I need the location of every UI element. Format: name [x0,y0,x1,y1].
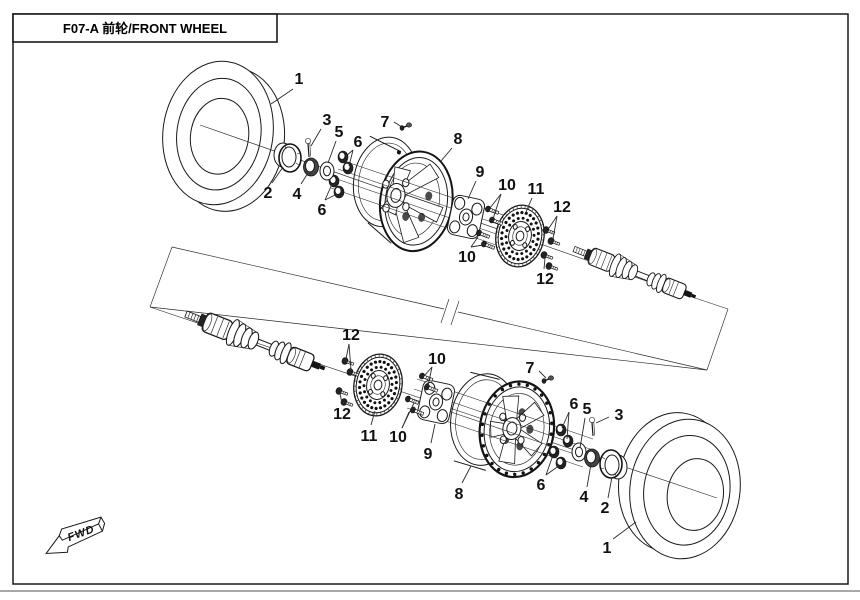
tire-lower [617,412,741,560]
part-callout-10: 10 [389,429,407,446]
diagram-border [12,13,849,585]
leader-line [345,343,350,360]
leader-line [370,410,376,426]
leader-line [470,244,484,248]
castle-nut-lower [584,448,600,468]
part-callout-12: 12 [536,271,554,288]
leader-line [543,257,546,270]
leader-line [561,411,570,429]
part-callout-5: 5 [335,124,344,141]
leader-line [538,370,547,379]
part-callout-8: 8 [454,131,463,148]
part-callout-5: 5 [583,401,592,418]
castle-nut-upper [303,157,319,177]
rim-valve-hole-upper [396,150,401,155]
leader-line [430,423,436,444]
leader-line [341,400,346,405]
leader-line [427,366,433,387]
leader-line [548,263,552,269]
part-callout-6: 6 [318,202,327,219]
washer-lower [571,442,587,462]
cotter-pin-upper [304,137,312,158]
leader-line [545,464,561,476]
page-title: F07-A 前轮/FRONT WHEEL [63,21,227,36]
part-callout-8: 8 [455,486,464,503]
part-callout-10: 10 [458,249,476,266]
part-callout-12: 12 [333,406,351,423]
rim-lower [450,371,556,479]
part-callout-6: 6 [570,396,579,413]
leader-line [492,193,502,220]
part-callout-11: 11 [361,428,378,445]
part-callout-3: 3 [615,407,624,424]
leader-line [461,465,472,484]
leader-line [489,193,502,209]
leader-line [586,463,592,488]
wheel-hub-lower [415,378,457,426]
cv-axle-upper [569,237,701,309]
part-callout-12: 12 [553,199,571,216]
part-callout-2: 2 [601,500,610,517]
leader-line [440,147,453,162]
part-callout-6: 6 [537,477,546,494]
leader-line [271,166,284,184]
tire-upper [162,60,286,212]
part-callout-10: 10 [498,177,516,194]
leader-line [300,172,309,185]
leader-line [270,88,294,105]
leader-line [345,149,354,157]
leader-line [470,236,479,248]
axle-boundary-wedge [149,246,729,371]
part-callout-6: 6 [354,134,363,151]
leader-line [339,392,343,405]
leader-line [467,180,477,200]
leader-line [324,183,333,201]
part-callout-4: 4 [580,489,589,506]
leader-line [612,521,637,540]
valve-stem-lower [541,375,555,385]
leader-line [327,140,337,164]
leader-line [566,411,570,440]
leader-line [545,454,554,476]
leader-line [423,366,433,377]
beadlock-bolts-lower [480,382,554,477]
fwd-arrow-face [45,523,104,555]
part-callout-1: 1 [295,71,304,88]
title-box [12,13,278,43]
leader-line [324,193,338,201]
leader-line [348,149,354,167]
leader-line [548,215,558,229]
part-callout-1: 1 [603,540,612,557]
brake-disc-lower [353,353,403,417]
part-callout-7: 7 [526,360,535,377]
break-mark [440,298,450,324]
leader-line [401,402,415,429]
part-callout-9: 9 [476,164,485,181]
part-callout-10: 10 [428,351,446,368]
part-callout-12: 12 [342,327,360,344]
part-callout-7: 7 [381,114,390,131]
leader-line [607,476,613,499]
part-callout-4: 4 [293,186,302,203]
part-callout-11: 11 [528,181,545,198]
leader-line [579,417,586,449]
part-callout-9: 9 [424,446,433,463]
leader-line [525,197,533,213]
brake-disc-upper [495,204,545,268]
leader-line [348,343,352,371]
leader-line [595,416,610,424]
fwd-direction-marker: FWD [45,516,106,555]
hub-cap-lower [599,449,628,480]
part-callout-2: 2 [264,185,273,202]
leader-line [310,128,322,147]
fwd-arrow-extrusion [58,516,106,536]
part-callout-3: 3 [323,112,332,129]
leader-line [393,121,403,128]
washer-upper [319,161,335,181]
leader-line [552,215,558,240]
cotter-pin-lower [588,416,596,437]
